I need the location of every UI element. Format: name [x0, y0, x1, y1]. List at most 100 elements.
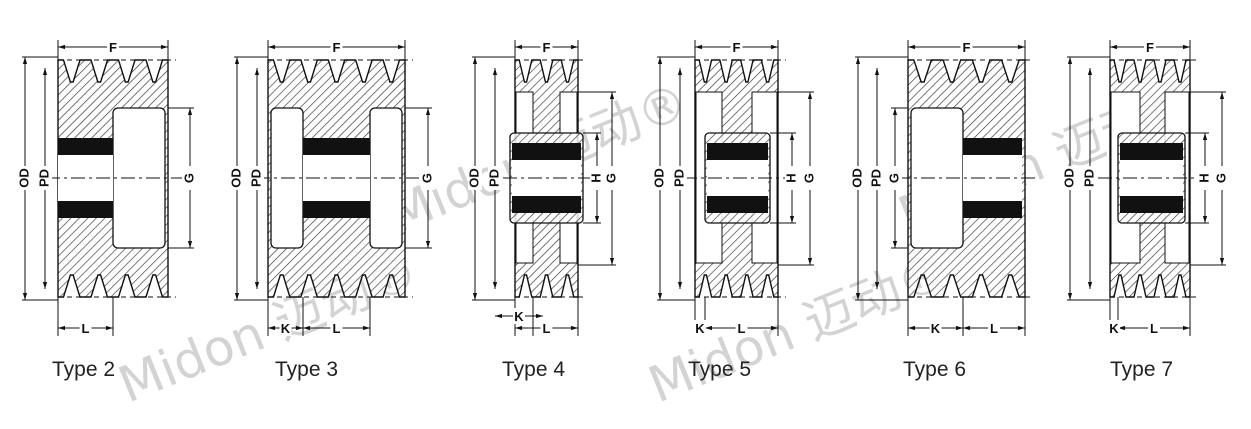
- h-dimension-label: H: [588, 173, 603, 182]
- k-dimension-label: K: [931, 321, 941, 336]
- pd-dimension-label: PD: [1081, 169, 1096, 187]
- f-dimension-label: F: [543, 40, 551, 55]
- l-dimension-label-bg: [540, 320, 553, 336]
- g-dimension-label: G: [1213, 173, 1228, 183]
- od-dimension-label: OD: [466, 168, 481, 188]
- od-dimension-label: OD: [16, 168, 31, 188]
- f-dimension-label: F: [963, 40, 971, 55]
- k-dimension-label-bg: [279, 320, 292, 336]
- od-dimension-label: OD: [651, 168, 666, 188]
- l-dimension-label: L: [333, 321, 341, 336]
- od-dimension-label-bg: [1063, 166, 1077, 190]
- taper-bush-upper: [58, 138, 113, 155]
- pd-dimension-label-bg: [38, 166, 52, 190]
- k-dimension-label: K: [281, 321, 291, 336]
- g-dimension-label: G: [419, 173, 434, 183]
- pd-dimension-label: PD: [868, 169, 883, 187]
- caption-type-4: Type 4: [502, 358, 566, 381]
- l-dimension-label-bg: [79, 320, 92, 336]
- od-dimension-label-bg: [18, 166, 32, 190]
- g-dimension-label-bg: [1215, 166, 1229, 190]
- f-dimension-label: F: [733, 40, 741, 55]
- pd-dimension-label: PD: [671, 169, 686, 187]
- l-dimension-label: L: [990, 321, 998, 336]
- l-dimension-label: L: [738, 321, 746, 336]
- pd-dimension-label-bg: [1083, 166, 1097, 190]
- taper-bush-lower: [58, 201, 113, 218]
- caption-type-7: Type 7: [1110, 358, 1174, 381]
- k-dimension-label: K: [514, 309, 524, 324]
- pd-dimension-label: PD: [248, 169, 263, 187]
- pd-dimension-label: PD: [36, 169, 51, 187]
- l-dimension-label-bg: [988, 320, 1000, 336]
- f-dimension-label: F: [333, 40, 341, 55]
- g-dimension-label-bg: [605, 166, 619, 190]
- h-dimension-label-bg: [785, 166, 799, 190]
- g-dimension-label-bg: [421, 166, 435, 190]
- caption-type-3: Type 3: [275, 358, 339, 381]
- taper-bush-lower: [1120, 196, 1183, 213]
- k-dimension-label-bg: [513, 308, 525, 324]
- f-dimension-label-bg: [107, 39, 119, 55]
- k-dimension-label-bg: [694, 320, 706, 336]
- pulley-figure-1: OD PD G F L: [16, 39, 197, 336]
- caption-type-6: Type 6: [903, 358, 967, 381]
- g-dimension-label: G: [181, 173, 196, 183]
- od-dimension-label-bg: [851, 166, 865, 190]
- pd-dimension-label: PD: [486, 169, 501, 187]
- h-dimension-label: H: [783, 173, 798, 182]
- taper-bush-upper: [303, 138, 370, 155]
- l-dimension-label: L: [82, 321, 90, 336]
- h-dimension-label-bg: [1198, 166, 1212, 190]
- pd-dimension-label-bg: [488, 166, 502, 190]
- od-dimension-label: OD: [849, 168, 864, 188]
- f-dimension-label: F: [109, 40, 117, 55]
- pd-dimension-label-bg: [870, 166, 884, 190]
- taper-bush-upper: [707, 143, 768, 160]
- taper-bush-lower: [303, 201, 370, 218]
- g-dimension-label: G: [801, 173, 816, 183]
- od-dimension-label-bg: [653, 166, 667, 190]
- g-dimension-label-bg: [803, 166, 817, 190]
- f-dimension-label-bg: [1144, 39, 1156, 55]
- od-dimension-label: OD: [1061, 168, 1076, 188]
- taper-bush-lower: [707, 196, 768, 213]
- f-dimension-label-bg: [330, 39, 343, 55]
- pd-dimension-label-bg: [250, 166, 264, 190]
- l-dimension-label: L: [543, 321, 551, 336]
- taper-bush-lower: [512, 196, 581, 213]
- k-dimension-label-bg: [1108, 320, 1120, 336]
- f-dimension-label: F: [1146, 40, 1154, 55]
- g-dimension-label-bg: [888, 166, 902, 190]
- k-dimension-label: K: [695, 321, 705, 336]
- l-dimension-label: L: [1150, 321, 1158, 336]
- k-dimension-label-bg: [929, 320, 942, 336]
- l-dimension-label-bg: [735, 320, 748, 336]
- taper-bush-upper: [963, 138, 1022, 155]
- g-dimension-label: G: [886, 173, 901, 183]
- f-dimension-label-bg: [540, 39, 553, 55]
- pd-dimension-label-bg: [673, 166, 687, 190]
- h-dimension-label-bg: [590, 166, 604, 190]
- taper-bush-lower: [963, 201, 1022, 218]
- g-dimension-label-bg: [183, 166, 197, 190]
- pulley-figure-2: OD PD G F L K: [228, 39, 435, 336]
- k-dimension-label: K: [1109, 321, 1119, 336]
- f-dimension-label-bg: [730, 39, 743, 55]
- f-dimension-label-bg: [960, 39, 973, 55]
- od-dimension-label-bg: [230, 166, 244, 190]
- h-dimension-label: H: [1196, 173, 1211, 182]
- taper-bush-upper: [1120, 143, 1183, 160]
- l-dimension-label-bg: [1148, 320, 1160, 336]
- od-dimension-label: OD: [228, 168, 243, 188]
- caption-type-2: Type 2: [52, 358, 116, 381]
- g-dimension-label: G: [603, 173, 618, 183]
- taper-bush-upper: [512, 143, 581, 160]
- caption-type-5: Type 5: [688, 358, 752, 381]
